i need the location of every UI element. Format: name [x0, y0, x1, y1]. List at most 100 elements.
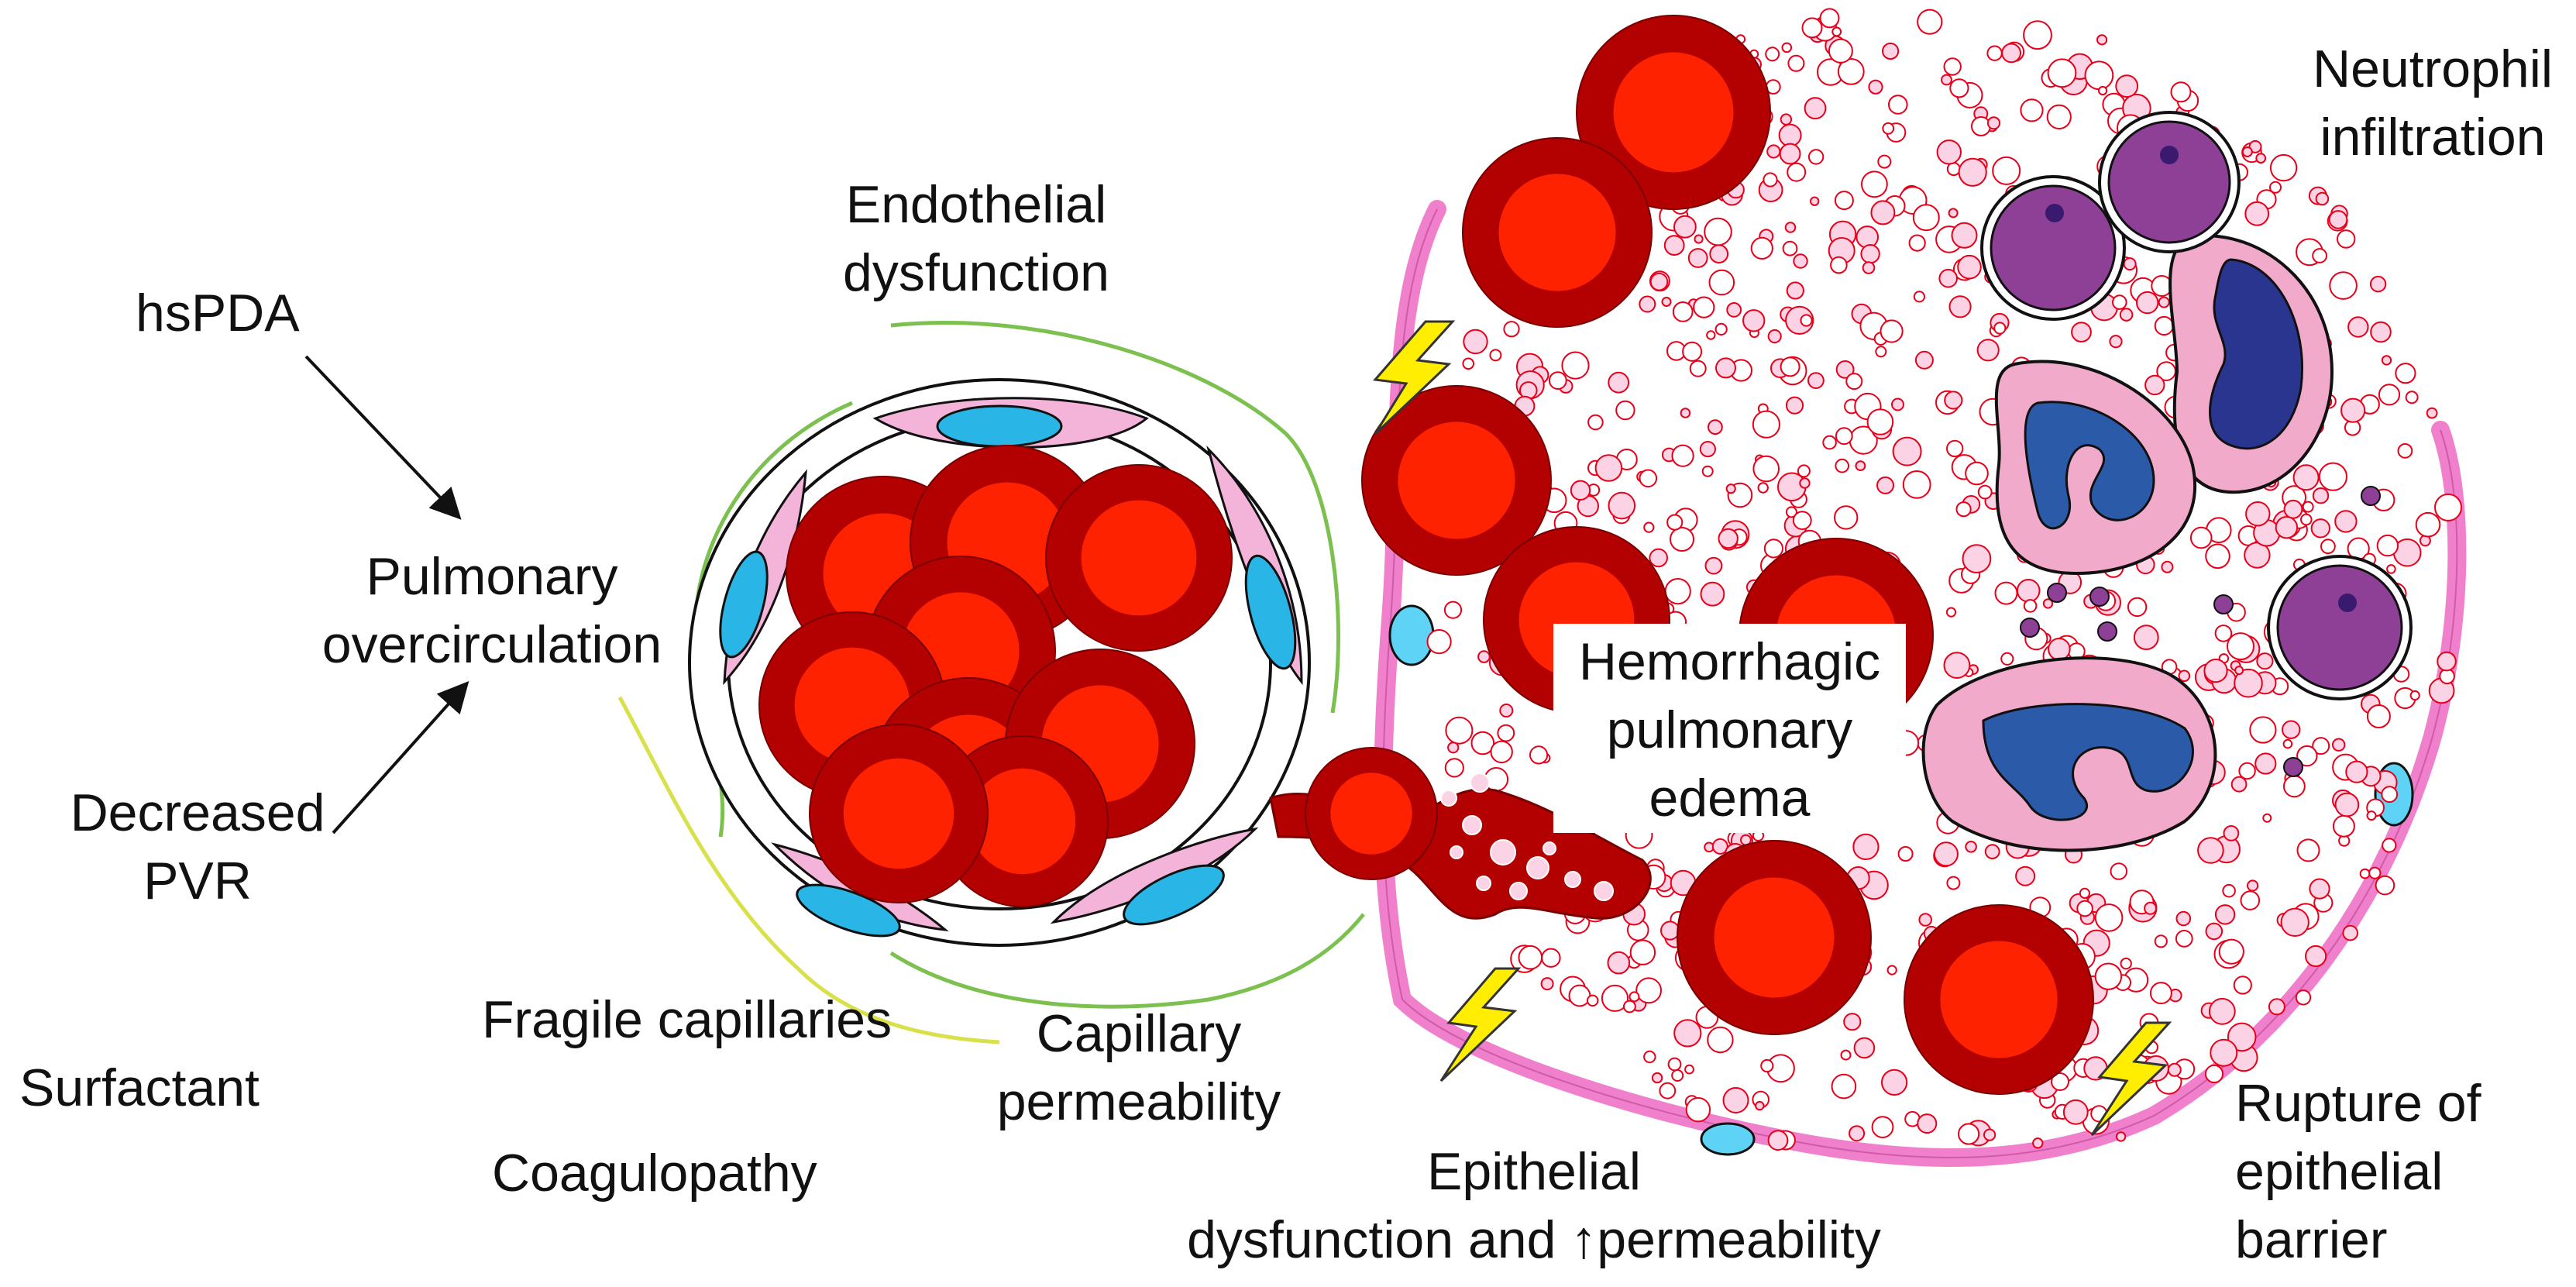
- edema-bubble: [1779, 143, 1801, 165]
- hemorrhage-dot: [1526, 856, 1549, 879]
- lymphocytes: [1980, 111, 2413, 777]
- edema-bubble: [1701, 465, 1714, 477]
- edema-bubble: [1752, 455, 1780, 483]
- edema-bubble: [1912, 204, 1940, 232]
- edema-bubble: [2227, 632, 2254, 661]
- fibrin-strand-green-1: [890, 321, 1340, 714]
- edema-bubble: [1760, 1058, 1774, 1073]
- edema-bubble: [1463, 329, 1488, 355]
- edema-bubble: [2295, 989, 2312, 1006]
- edema-bubble: [1994, 581, 2018, 605]
- red-blood-cells: [758, 15, 2094, 1095]
- edema-bubble: [1714, 322, 1728, 336]
- edema-bubble: [2328, 210, 2348, 229]
- edema-bubble: [1992, 156, 2021, 185]
- edema-bubble: [1680, 408, 1691, 418]
- edema-bubble: [2378, 384, 2401, 406]
- edema-bubble: [1682, 341, 1703, 362]
- edema-bubble: [2397, 443, 2413, 459]
- label-line: infiltration: [2320, 108, 2546, 167]
- edema-bubble: [2386, 564, 2396, 574]
- edema-bubble: [2210, 1038, 2238, 1067]
- edema-bubble: [1715, 357, 1736, 379]
- edema-bubble: [2175, 910, 2192, 927]
- edema-bubble: [2334, 792, 2360, 817]
- edema-bubble: [1766, 144, 1781, 159]
- label-line: dysfunction: [843, 243, 1109, 302]
- edema-bubble: [2208, 997, 2236, 1025]
- lightning-bolt-icon: [1373, 320, 1456, 435]
- fibrin-strand-green-3: [889, 913, 1365, 1009]
- lymphocyte: [2107, 120, 2231, 244]
- edema-bubble: [2302, 501, 2314, 513]
- edema-bubble: [2136, 291, 2159, 315]
- edema-bubble: [2098, 85, 2108, 96]
- edema-bubble: [1785, 305, 1814, 335]
- edema-bubble: [1587, 994, 1599, 1007]
- edema-bubble: [1615, 400, 1635, 421]
- edema-bubble: [2094, 903, 2124, 932]
- red-blood-cell-icon: [809, 724, 989, 903]
- edema-bubble: [2144, 901, 2158, 915]
- edema-bubble: [1917, 1113, 1938, 1134]
- edema-bubble: [1785, 396, 1804, 415]
- edema-bubble: [1918, 913, 1932, 927]
- edema-bubble: [2001, 43, 2022, 64]
- edema-bubble: [2296, 745, 2318, 767]
- edema-bubble: [1914, 350, 1934, 370]
- red-blood-cell-icon: [1305, 747, 1438, 880]
- edema-bubble: [1862, 261, 1876, 274]
- edema-bubble: [2415, 511, 2441, 538]
- edema-bubble: [2320, 539, 2336, 555]
- edema-bubble: [1840, 1049, 1852, 1061]
- edema-bubble: [2205, 922, 2223, 941]
- edema-bubble: [1767, 1130, 1789, 1151]
- edema-bubble: [2096, 34, 2108, 46]
- edema-bubble: [2262, 813, 2272, 823]
- edema-bubble: [1852, 833, 1880, 861]
- edema-bubble: [1755, 1100, 1765, 1111]
- edema-bubble: [2023, 20, 2052, 50]
- edema-bubble: [2109, 335, 2123, 349]
- edema-bubble: [1445, 716, 1474, 745]
- edema-bubble: [1787, 162, 1807, 182]
- edema-bubble: [2318, 462, 2347, 491]
- edema-bubble: [1917, 9, 1943, 35]
- edema-bubble: [2240, 890, 2261, 910]
- edema-bubble: [2204, 1064, 2224, 1084]
- hemorrhage-dot: [1462, 815, 1482, 835]
- red-blood-cell-icon: [1677, 840, 1872, 1035]
- label-rupture-epithelial-barrier: Rupture of epithelial barrier: [2235, 1069, 2481, 1274]
- edema-bubble: [2315, 191, 2330, 206]
- edema-bubble: [1986, 116, 2001, 130]
- edema-bubble: [2170, 81, 2192, 103]
- label-line: epithelial: [2235, 1142, 2444, 1201]
- edema-bubble: [1891, 397, 1904, 411]
- edema-bubble: [2369, 275, 2387, 293]
- edema-bubble: [1699, 441, 1716, 458]
- edema-bubble: [1882, 42, 1900, 60]
- edema-bubble: [1837, 58, 1865, 85]
- label-endothelial-dysfunction: Endothelial dysfunction: [821, 170, 1131, 307]
- edema-bubble: [2292, 464, 2320, 491]
- edema-bubble: [2020, 98, 2044, 122]
- edema-bubble: [2312, 487, 2330, 504]
- edema-bubble: [1936, 139, 1962, 165]
- edema-bubble: [1835, 360, 1855, 379]
- edema-bubble: [1477, 650, 1491, 663]
- edema-bubble: [2254, 752, 2277, 775]
- edema-bubble: [2405, 391, 2419, 404]
- edema-bubble: [2048, 638, 2071, 661]
- edema-bubble: [1767, 329, 1782, 344]
- edema-bubble: [1661, 297, 1672, 307]
- edema-bubble: [1700, 581, 1725, 607]
- edema-bubble: [1983, 1128, 1996, 1141]
- edema-bubble: [2426, 407, 2438, 419]
- edema-bubble: [1819, 8, 1840, 29]
- edema-bubble: [1976, 339, 2000, 362]
- edema-bubble: [1835, 427, 1853, 446]
- edema-bubble: [1561, 351, 1590, 380]
- edema-bubble: [1793, 253, 1808, 269]
